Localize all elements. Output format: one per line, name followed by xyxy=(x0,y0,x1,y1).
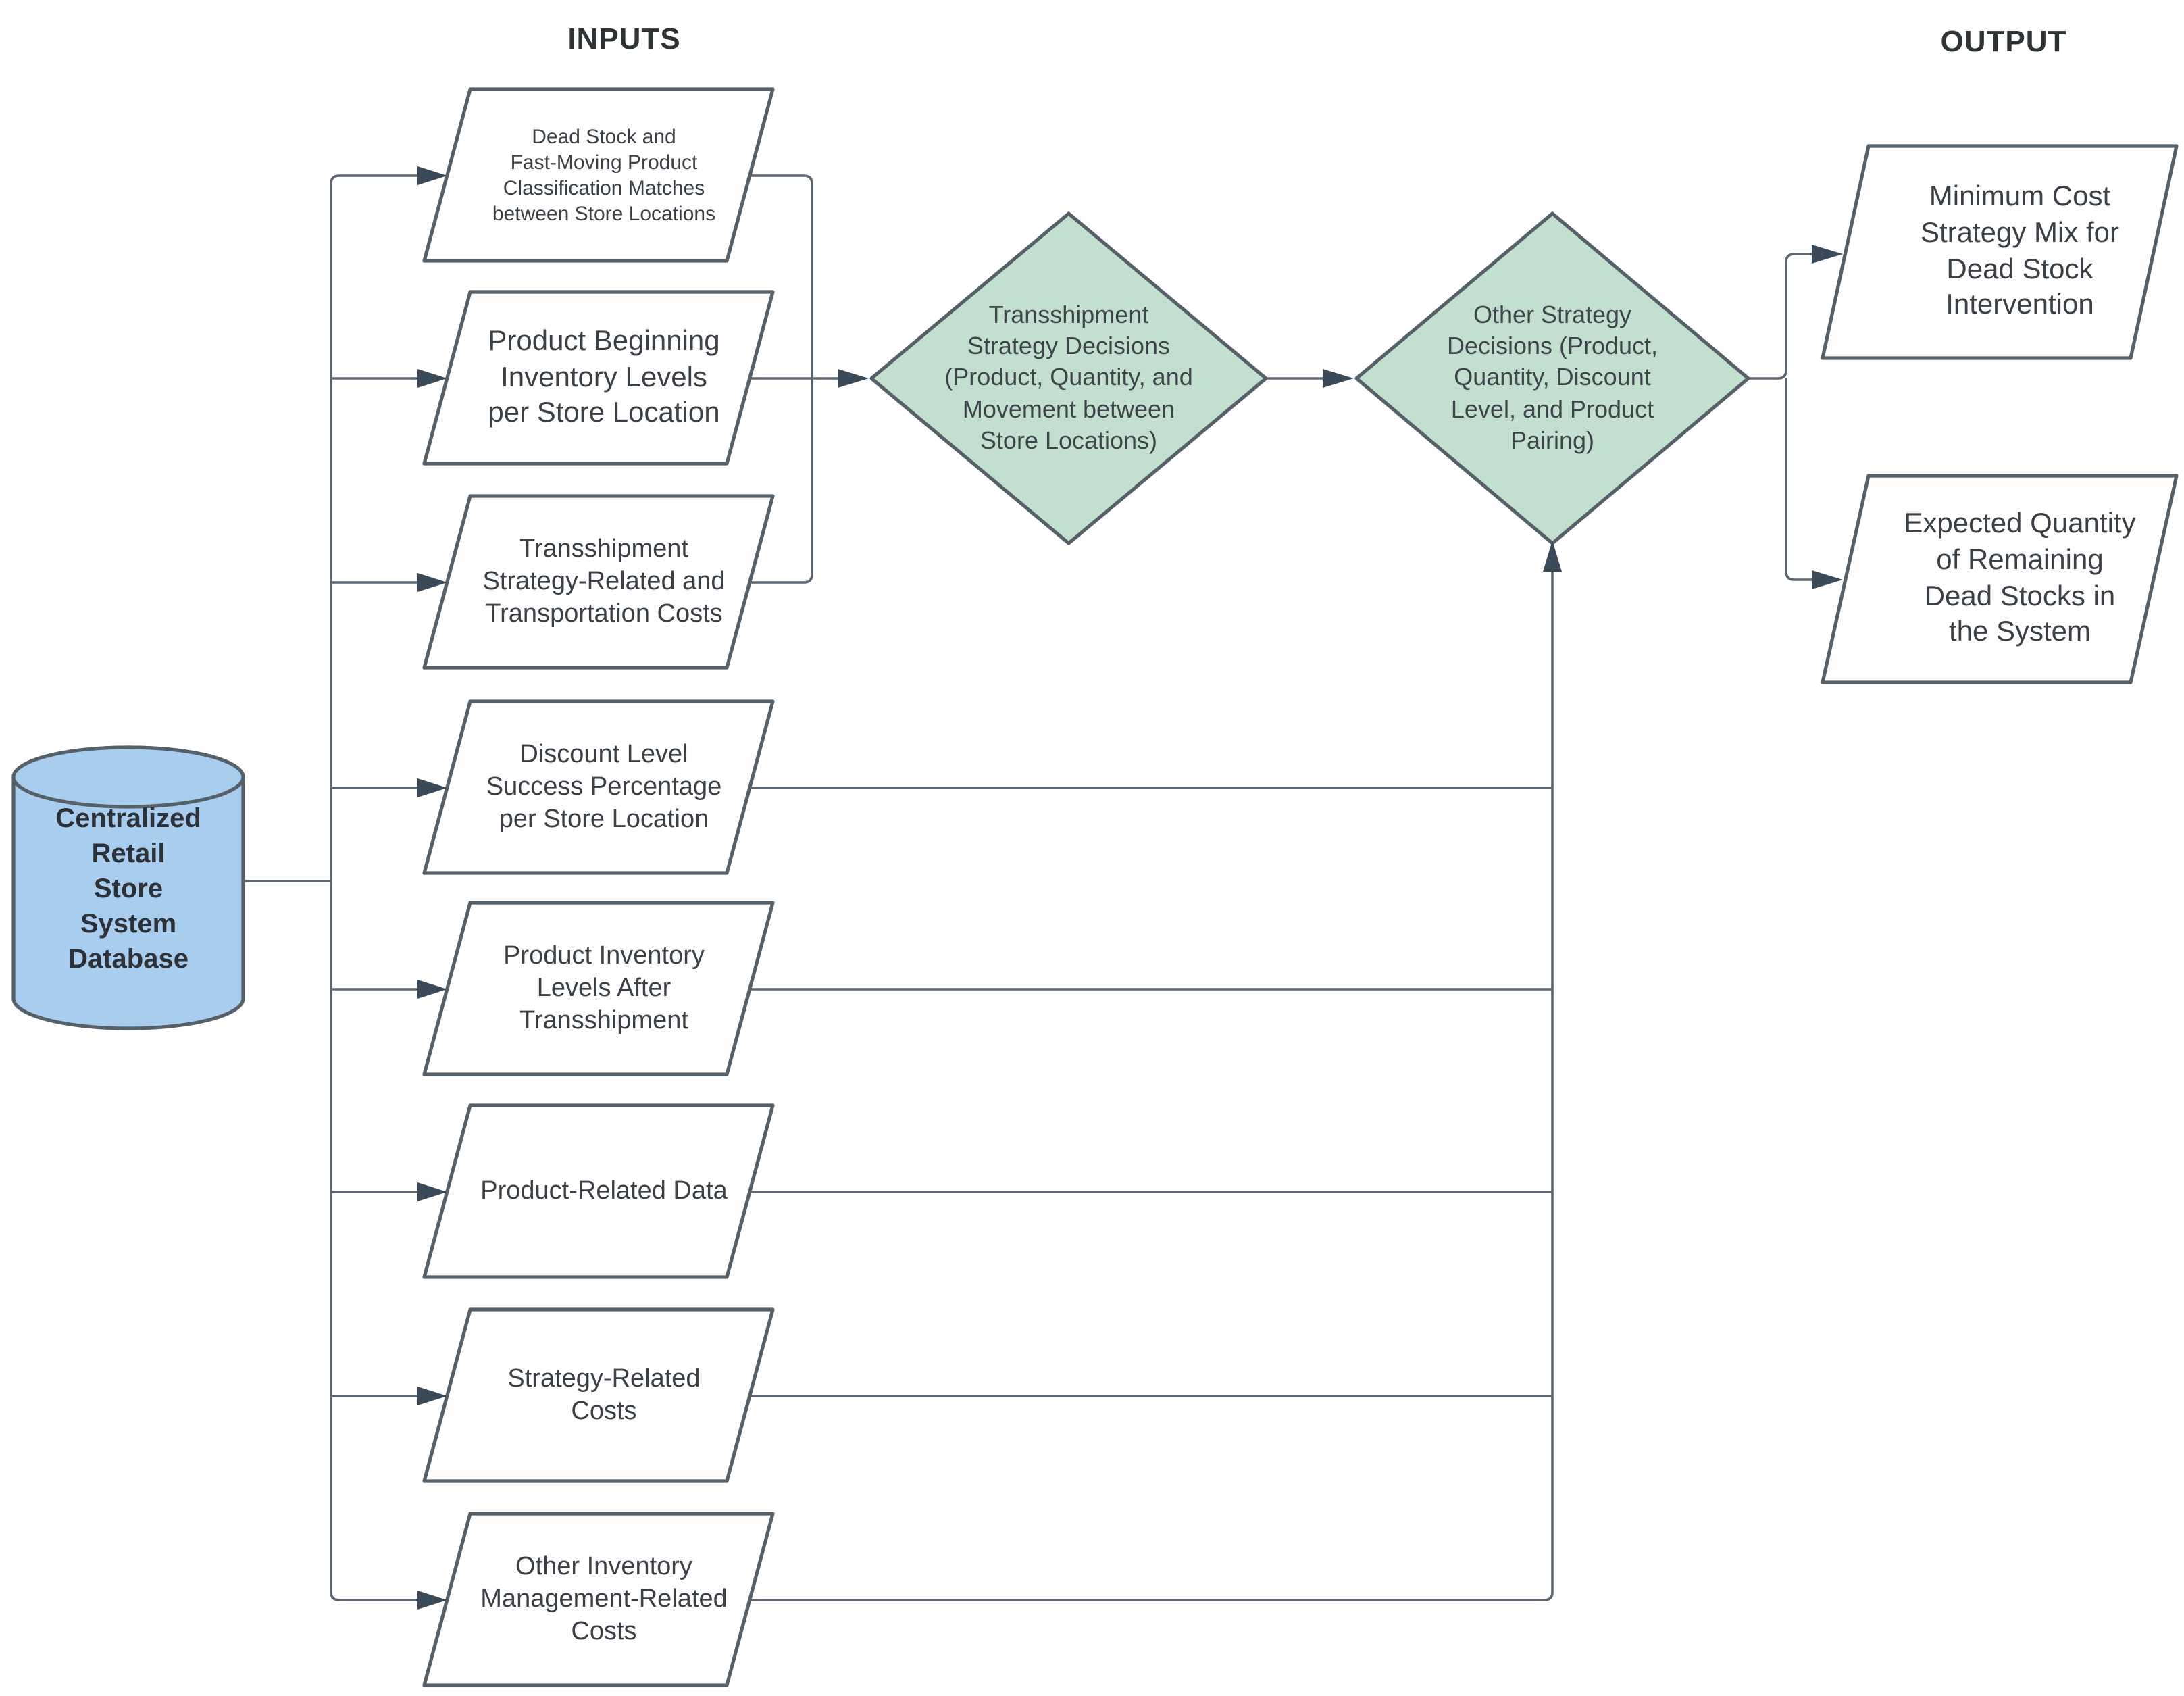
arrowhead-output1-icon xyxy=(1812,245,1843,264)
input-node-beginning-inventory xyxy=(422,290,775,466)
arrowhead-group xyxy=(417,166,1843,1610)
input-node-inventory-after-transshipment xyxy=(422,901,775,1076)
connector-decision2-output1 xyxy=(1748,253,1812,380)
arrowhead-input1-icon xyxy=(417,166,447,185)
arrowhead-input3-icon xyxy=(417,573,447,592)
input-node-other-inventory-costs xyxy=(422,1512,775,1687)
connector-input8-trunk2-up xyxy=(736,572,1554,1601)
output-node-expected-dead-stock xyxy=(1821,474,2179,684)
output-node-minimum-cost-mix xyxy=(1821,144,2179,360)
arrowhead-input2-icon xyxy=(417,369,447,388)
connector-group xyxy=(243,174,1812,1601)
node-group xyxy=(11,87,2179,1687)
input-node-product-related-data xyxy=(422,1103,775,1279)
arrowhead-decision1-icon xyxy=(838,369,869,388)
arrowhead-decision2-icon xyxy=(1323,369,1354,388)
decision-node-other-strategy xyxy=(1354,211,1750,545)
arrowhead-output2-icon xyxy=(1812,570,1843,589)
arrowhead-input7-icon xyxy=(417,1387,447,1405)
decision-node-transshipment-strategy xyxy=(869,211,1268,545)
arrowhead-input6-icon xyxy=(417,1182,447,1201)
arrowhead-decision2-bottom-icon xyxy=(1543,541,1562,572)
arrowhead-input8-icon xyxy=(417,1591,447,1610)
input-node-dead-stock-classification xyxy=(422,87,775,263)
connector-decision2-output2 xyxy=(1785,378,1812,581)
connector-input-trunk xyxy=(330,174,417,1601)
database-cylinder-top xyxy=(11,745,245,809)
arrowhead-input4-icon xyxy=(417,778,447,797)
input-node-transshipment-costs xyxy=(422,494,775,670)
arrowhead-input5-icon xyxy=(417,980,447,999)
input-node-strategy-costs xyxy=(422,1307,775,1483)
input-node-discount-success xyxy=(422,699,775,875)
